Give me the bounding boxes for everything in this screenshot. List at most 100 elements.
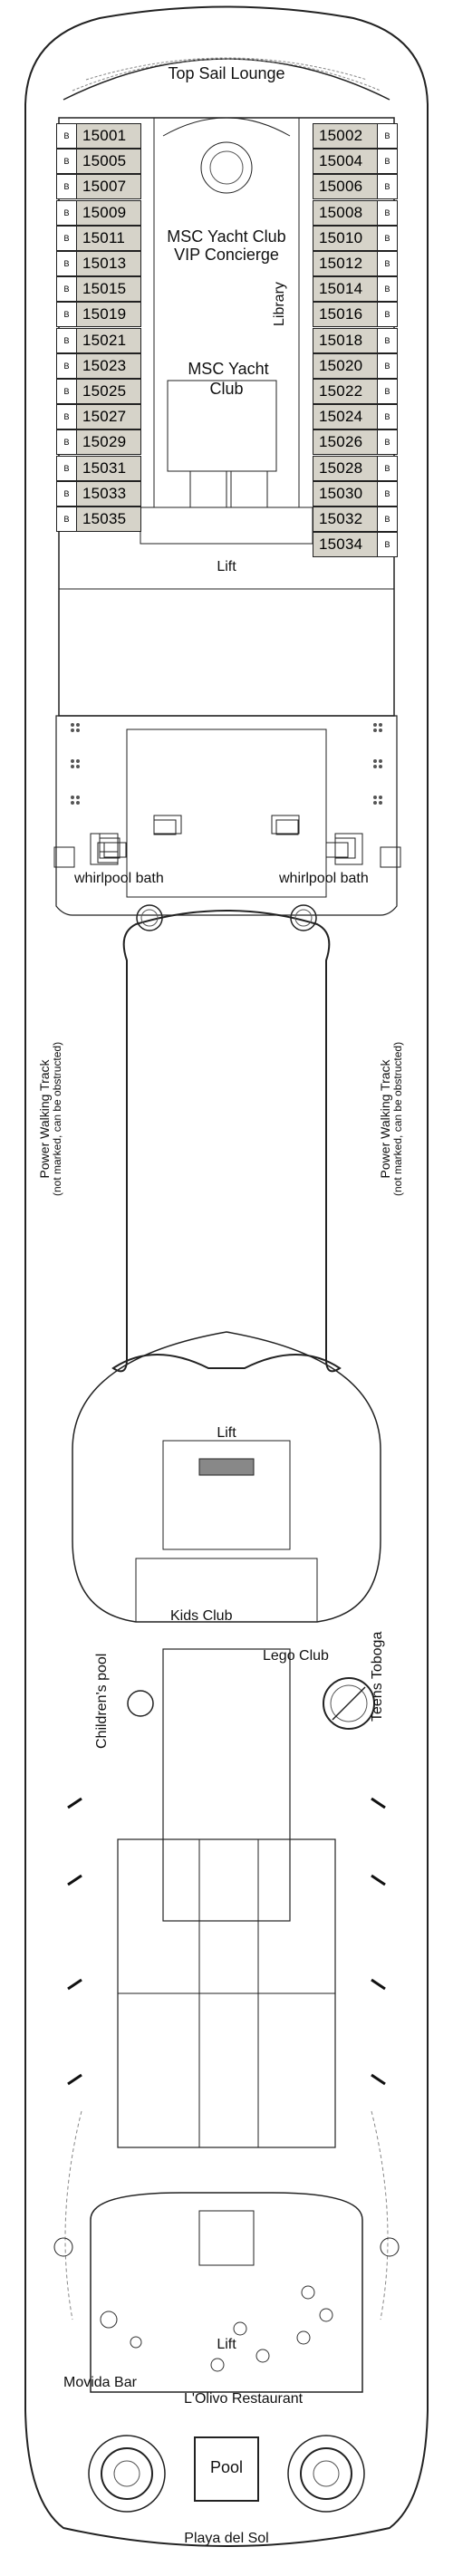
childrens-pool-label: Children's pool	[94, 1653, 110, 1749]
cabin-category: B	[57, 481, 77, 506]
cabin-15024[interactable]: B 15024	[313, 404, 398, 430]
cabin-category: B	[377, 328, 397, 352]
cabin-number: 15032	[319, 510, 363, 527]
cabin-number: 15013	[82, 255, 127, 272]
cabin-category: B	[57, 353, 77, 378]
cabin-number: 15020	[319, 356, 363, 374]
cabin-15023[interactable]: B 15023	[56, 352, 141, 379]
track-right-line2: (not marked, can be obstructed)	[391, 1041, 405, 1196]
cabin-category: B	[377, 481, 397, 506]
cabin-number: 15004	[319, 152, 363, 170]
cabin-category: B	[57, 328, 77, 352]
cabin-15026[interactable]: B 15026	[313, 429, 398, 456]
cabin-category: B	[57, 380, 77, 403]
cabin-category: B	[377, 405, 397, 429]
cabin-number: 15019	[82, 305, 127, 323]
cabin-category: B	[57, 226, 77, 250]
cabin-number: 15009	[82, 203, 127, 221]
track-left-line1: Power Walking Track	[37, 1059, 52, 1179]
cabin-number: 15025	[82, 382, 127, 400]
cabin-number: 15006	[319, 178, 363, 196]
cabin-15010[interactable]: B 15010	[313, 225, 398, 251]
cabin-number: 15018	[319, 331, 363, 349]
vip-concierge-label: VIP Concierge	[174, 246, 279, 264]
cabin-category: B	[57, 200, 77, 225]
msc-yacht-label: MSC Yacht	[188, 360, 269, 378]
cabin-15007[interactable]: B 15007	[56, 174, 141, 200]
top-sail-lounge-label: Top Sail Lounge	[168, 64, 285, 82]
aft-pool	[194, 2436, 259, 2502]
cabin-category: B	[57, 124, 77, 148]
hull-outline	[24, 5, 429, 2547]
kids-club-label: Kids Club	[170, 1608, 233, 1624]
cabin-category: B	[377, 430, 397, 455]
cabin-15011[interactable]: B 15011	[56, 225, 141, 251]
lift-top-label: Lift	[217, 559, 236, 574]
cabin-number: 15024	[319, 408, 363, 426]
cabin-number: 15011	[82, 228, 126, 246]
cabin-15006[interactable]: B 15006	[313, 174, 398, 200]
track-right-line1: Power Walking Track	[378, 1059, 392, 1179]
whirlpool-left-label: whirlpool bath	[74, 871, 164, 886]
cabin-number: 15015	[82, 280, 127, 298]
cabin-15013[interactable]: B 15013	[56, 251, 141, 276]
cabin-category: B	[57, 252, 77, 275]
track-left-line2: (not marked, can be obstructed)	[51, 1041, 64, 1196]
cabin-number: 15010	[319, 228, 363, 246]
cabin-category: B	[377, 380, 397, 403]
cabin-number: 15022	[319, 382, 363, 400]
cabin-category: B	[57, 175, 77, 199]
cabin-15022[interactable]: B 15022	[313, 379, 398, 404]
movida-bar-label: Movida Bar	[63, 2375, 137, 2390]
cabin-number: 15007	[82, 178, 127, 196]
cabin-category: B	[377, 252, 397, 275]
cabin-category: B	[377, 277, 397, 302]
pool-outline	[111, 910, 342, 1373]
cabin-category: B	[377, 226, 397, 250]
cabin-number: 15016	[319, 305, 363, 323]
library-label: Library	[272, 282, 287, 326]
cabin-15021[interactable]: B 15021	[56, 327, 141, 353]
cabin-15001[interactable]: B 15001	[56, 123, 141, 149]
playa-del-sol-label: Playa del Sol	[184, 2531, 269, 2546]
cabin-15014[interactable]: B 15014	[313, 276, 398, 303]
cabin-15018[interactable]: B 15018	[313, 327, 398, 353]
cabin-15016[interactable]: B 15016	[313, 302, 398, 328]
cabin-number: 15014	[319, 280, 363, 298]
cabin-category: B	[57, 150, 77, 174]
teens-toboga-label: Teens Toboga	[370, 1631, 385, 1722]
cabin-number: 15021	[82, 331, 127, 349]
msc-yacht-club-label: MSC Yacht Club	[167, 227, 286, 246]
cabin-number: 15001	[82, 127, 127, 144]
lift-mid-label: Lift	[217, 1425, 236, 1441]
cabin-15009[interactable]: B 15009	[56, 199, 141, 226]
cabin-number: 15031	[82, 458, 127, 477]
cabin-category: B	[377, 175, 397, 199]
cabin-category: B	[377, 200, 397, 225]
cabin-number: 15023	[82, 356, 127, 374]
cabin-15025[interactable]: B 15025	[56, 379, 141, 404]
cabin-number: 15026	[319, 433, 363, 451]
cabin-category: B	[57, 507, 77, 531]
cabin-category: B	[377, 533, 397, 557]
cabin-category: B	[377, 303, 397, 327]
club-label: Club	[209, 380, 244, 398]
